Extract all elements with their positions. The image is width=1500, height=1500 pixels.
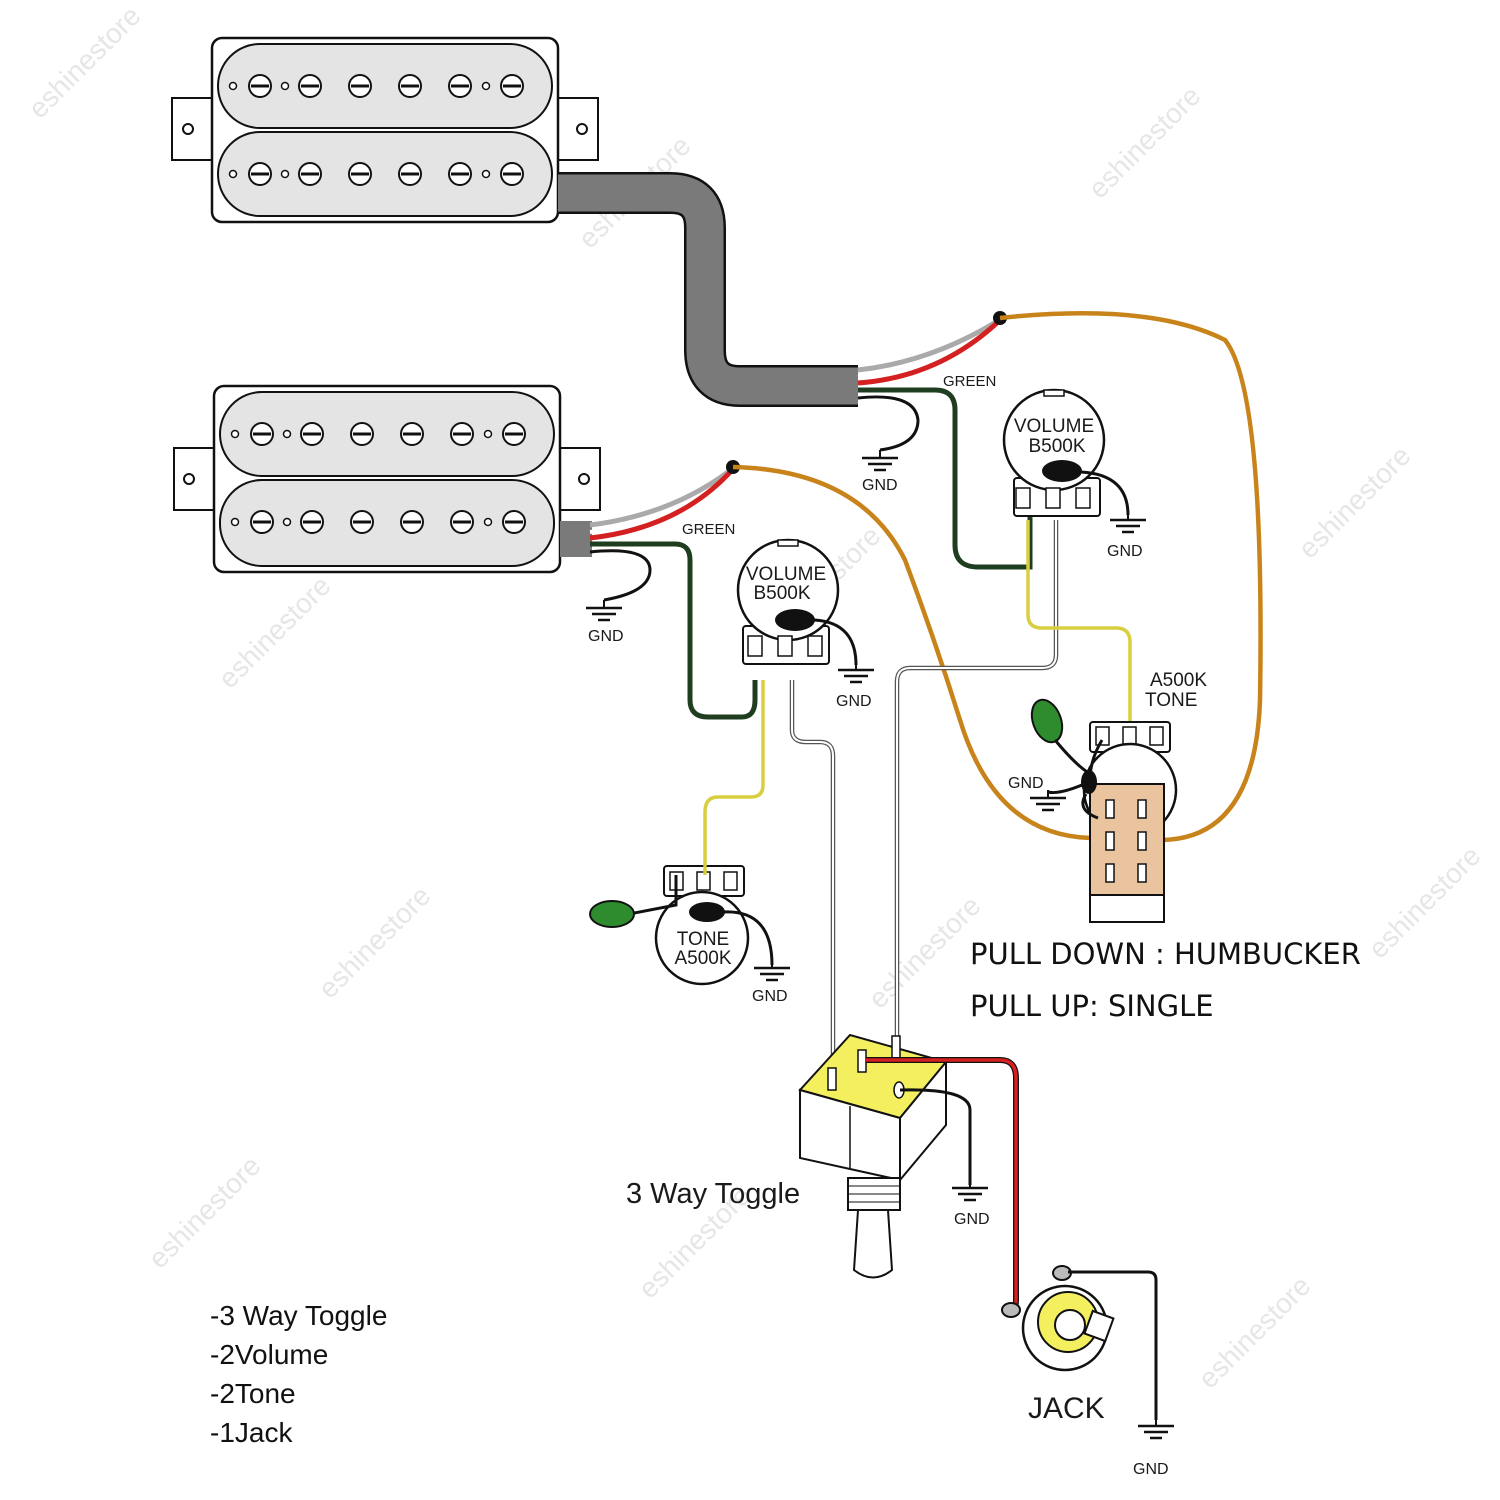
gnd-label: GND — [588, 628, 624, 645]
neck-humbucker — [171, 36, 599, 224]
gnd-label: GND — [862, 477, 898, 494]
gnd-label: GND — [752, 988, 788, 1005]
pot-label-line2: A500K — [674, 948, 731, 969]
bridge-pickup-cable — [560, 460, 758, 720]
parts-list-item: -2Tone — [210, 1378, 296, 1409]
mode-pull-up: PULL UP: SINGLE — [970, 989, 1214, 1023]
svg-text:eshinestore: eshinestore — [1362, 840, 1486, 964]
bridge-orange-wire — [732, 464, 1091, 841]
gnd-label: GND — [954, 1211, 990, 1228]
svg-text:eshinestore: eshinestore — [1192, 1270, 1316, 1394]
svg-text:eshinestore: eshinestore — [1082, 80, 1206, 204]
neck-volume-pot: VOLUME B500K — [1002, 388, 1106, 517]
svg-text:eshinestore: eshinestore — [142, 1150, 266, 1274]
gnd-label: GND — [1133, 1461, 1169, 1478]
svg-text:eshinestore: eshinestore — [212, 570, 336, 694]
parts-list-item: -1Jack — [210, 1417, 293, 1448]
output-jack — [1001, 1265, 1115, 1372]
gnd-label: GND — [1008, 775, 1044, 792]
green-wire-label-top: GREEN — [943, 373, 996, 390]
neck-pickup-cable — [558, 172, 1033, 570]
pot-label-line2: B500K — [1028, 436, 1085, 457]
parts-list: -3 Way Toggle -2Volume -2Tone -1Jack — [210, 1296, 387, 1452]
neck-tone-pot: TONE A500K — [654, 865, 750, 986]
capacitor — [589, 900, 635, 928]
pot-label-line1: VOLUME — [1014, 416, 1094, 437]
pot-label-line1: A500K — [1150, 670, 1207, 691]
green-wire-label-bottom: GREEN — [682, 521, 735, 538]
capacitor — [1030, 698, 1064, 744]
mode-pull-down: PULL DOWN : HUMBUCKER — [970, 937, 1361, 971]
toggle-label: 3 Way Toggle — [626, 1178, 800, 1210]
gnd-label: GND — [1107, 543, 1143, 560]
gnd-label: GND — [836, 693, 872, 710]
svg-text:eshinestore: eshinestore — [312, 880, 436, 1004]
svg-text:eshinestore: eshinestore — [862, 890, 986, 1014]
three-way-toggle — [798, 1033, 948, 1279]
pot-label-line1: TONE — [677, 929, 729, 950]
yellow-wire — [1026, 520, 1132, 725]
neck-orange-wire — [999, 311, 1263, 843]
pot-label-line2: TONE — [1145, 690, 1197, 711]
push-pull-tone-pot: A500K TONE — [1082, 670, 1207, 923]
svg-text:eshinestore: eshinestore — [1292, 440, 1416, 564]
parts-list-item: -2Volume — [210, 1339, 329, 1370]
svg-text:eshinestore: eshinestore — [22, 0, 146, 124]
bridge-humbucker — [173, 384, 601, 574]
parts-list-item: -3 Way Toggle — [210, 1300, 388, 1331]
yellow-wire — [703, 680, 765, 875]
pot-label-line1: VOLUME — [746, 564, 826, 585]
jack-label: JACK — [1028, 1392, 1105, 1425]
bridge-volume-pot: VOLUME B500K — [736, 538, 840, 665]
pot-label-line2: B500K — [753, 583, 810, 604]
